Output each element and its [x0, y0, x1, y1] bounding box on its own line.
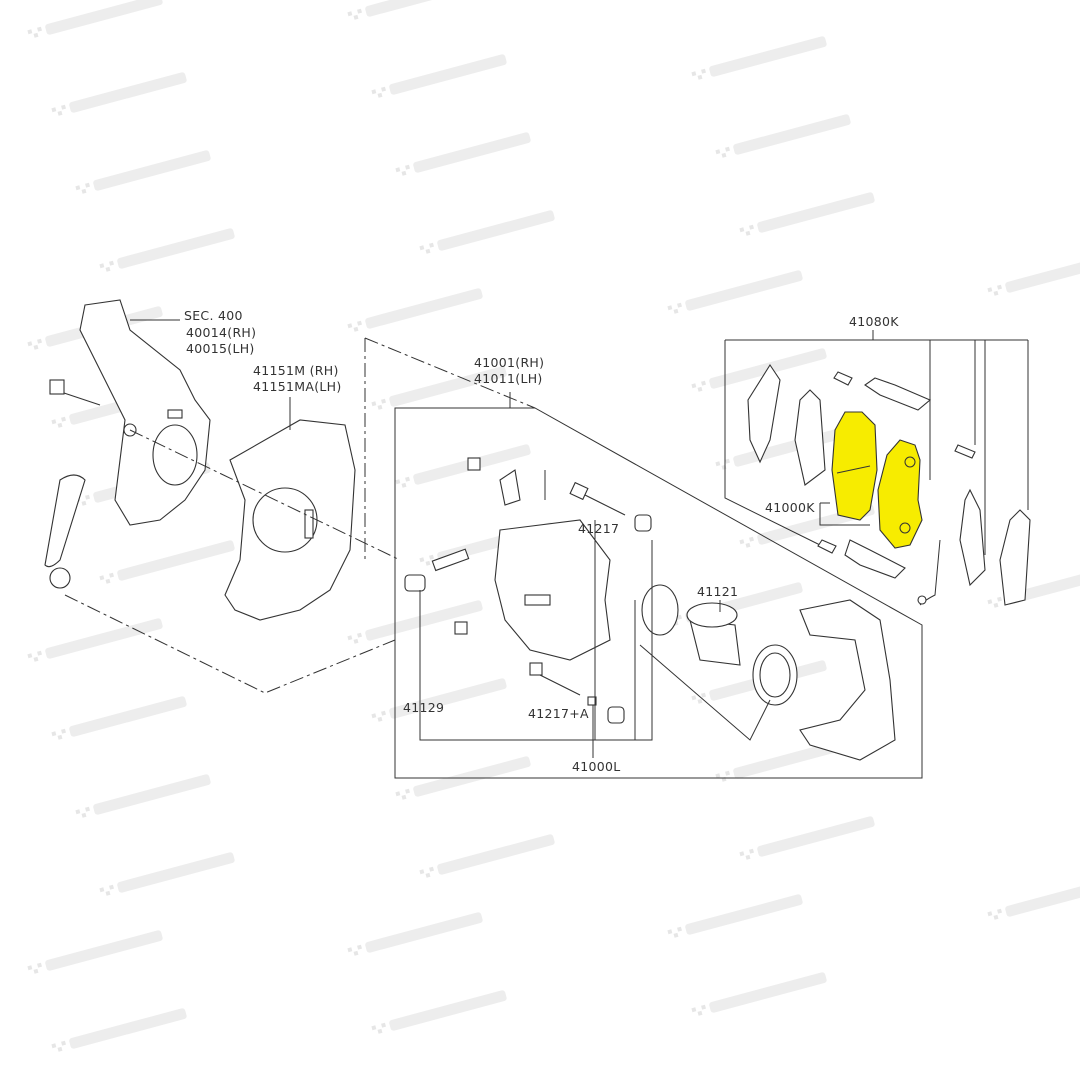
bolt[interactable]	[454, 457, 481, 635]
watermark-mark	[27, 618, 163, 662]
label-41001: 41001(RH)	[474, 355, 544, 370]
caliper-bracket[interactable]	[799, 599, 896, 761]
label-41000k: 41000K	[765, 500, 815, 515]
watermark-mark	[691, 36, 827, 80]
watermark-mark	[347, 912, 483, 956]
watermark-mark	[371, 990, 507, 1034]
watermark-mark	[395, 756, 531, 800]
watermark-mark	[987, 564, 1080, 608]
watermark-mark	[347, 288, 483, 332]
watermark-mark	[395, 132, 531, 176]
pad-shim-outer[interactable]	[747, 363, 1031, 606]
watermark-mark	[99, 228, 235, 272]
label-41151ma: 41151MA(LH)	[253, 379, 342, 394]
piston-seal[interactable]	[641, 584, 679, 636]
watermark-mark	[739, 816, 875, 860]
watermark-mark	[99, 852, 235, 896]
watermark-mark	[99, 540, 235, 584]
brake-pad-outer[interactable]	[877, 439, 923, 549]
label-41129: 41129	[403, 700, 444, 715]
watermark-mark	[987, 876, 1080, 920]
label-41151m: 41151M (RH)	[253, 363, 339, 378]
watermark-mark	[51, 696, 187, 740]
pad-clip[interactable]	[817, 371, 976, 579]
guide-pin-41217a[interactable]	[529, 662, 625, 724]
label-40015: 40015(LH)	[186, 341, 255, 356]
watermark-mark	[419, 210, 555, 254]
label-41217: 41217	[578, 521, 619, 536]
brake-pad-inner[interactable]	[831, 411, 878, 521]
watermark-mark	[987, 252, 1080, 296]
label-41000l: 41000L	[572, 759, 621, 774]
watermark-mark	[715, 114, 851, 158]
label-41121: 41121	[697, 584, 738, 599]
watermark-mark	[371, 366, 507, 410]
dust-boot[interactable]	[752, 644, 798, 706]
watermark-mark	[715, 426, 851, 470]
watermark-mark	[371, 678, 507, 722]
watermark-mark	[75, 150, 211, 194]
steering-knuckle[interactable]	[44, 299, 211, 589]
watermark-mark	[739, 192, 875, 236]
bleeder-screw[interactable]	[404, 548, 470, 592]
watermark-mark	[27, 930, 163, 974]
watermark-mark	[27, 0, 163, 38]
watermark-mark	[51, 1008, 187, 1052]
label-41080k: 41080K	[849, 314, 899, 329]
label-sec-400: SEC. 400	[184, 308, 243, 323]
label-41011: 41011(LH)	[474, 371, 543, 386]
label-40014: 40014(RH)	[186, 325, 256, 340]
watermark-mark	[347, 0, 483, 20]
guide-pin-41217[interactable]	[569, 481, 652, 532]
piston[interactable]	[686, 602, 741, 666]
watermark-mark	[371, 54, 507, 98]
splash-guard-plate[interactable]	[224, 419, 356, 621]
watermark-mark	[667, 894, 803, 938]
watermark-mark	[691, 972, 827, 1016]
wear-sensor[interactable]	[917, 539, 941, 606]
watermark-mark	[667, 270, 803, 314]
watermark-mark	[419, 834, 555, 878]
label-41217a: 41217+A	[528, 706, 589, 721]
watermark-mark	[75, 774, 211, 818]
watermark-mark	[51, 72, 187, 116]
